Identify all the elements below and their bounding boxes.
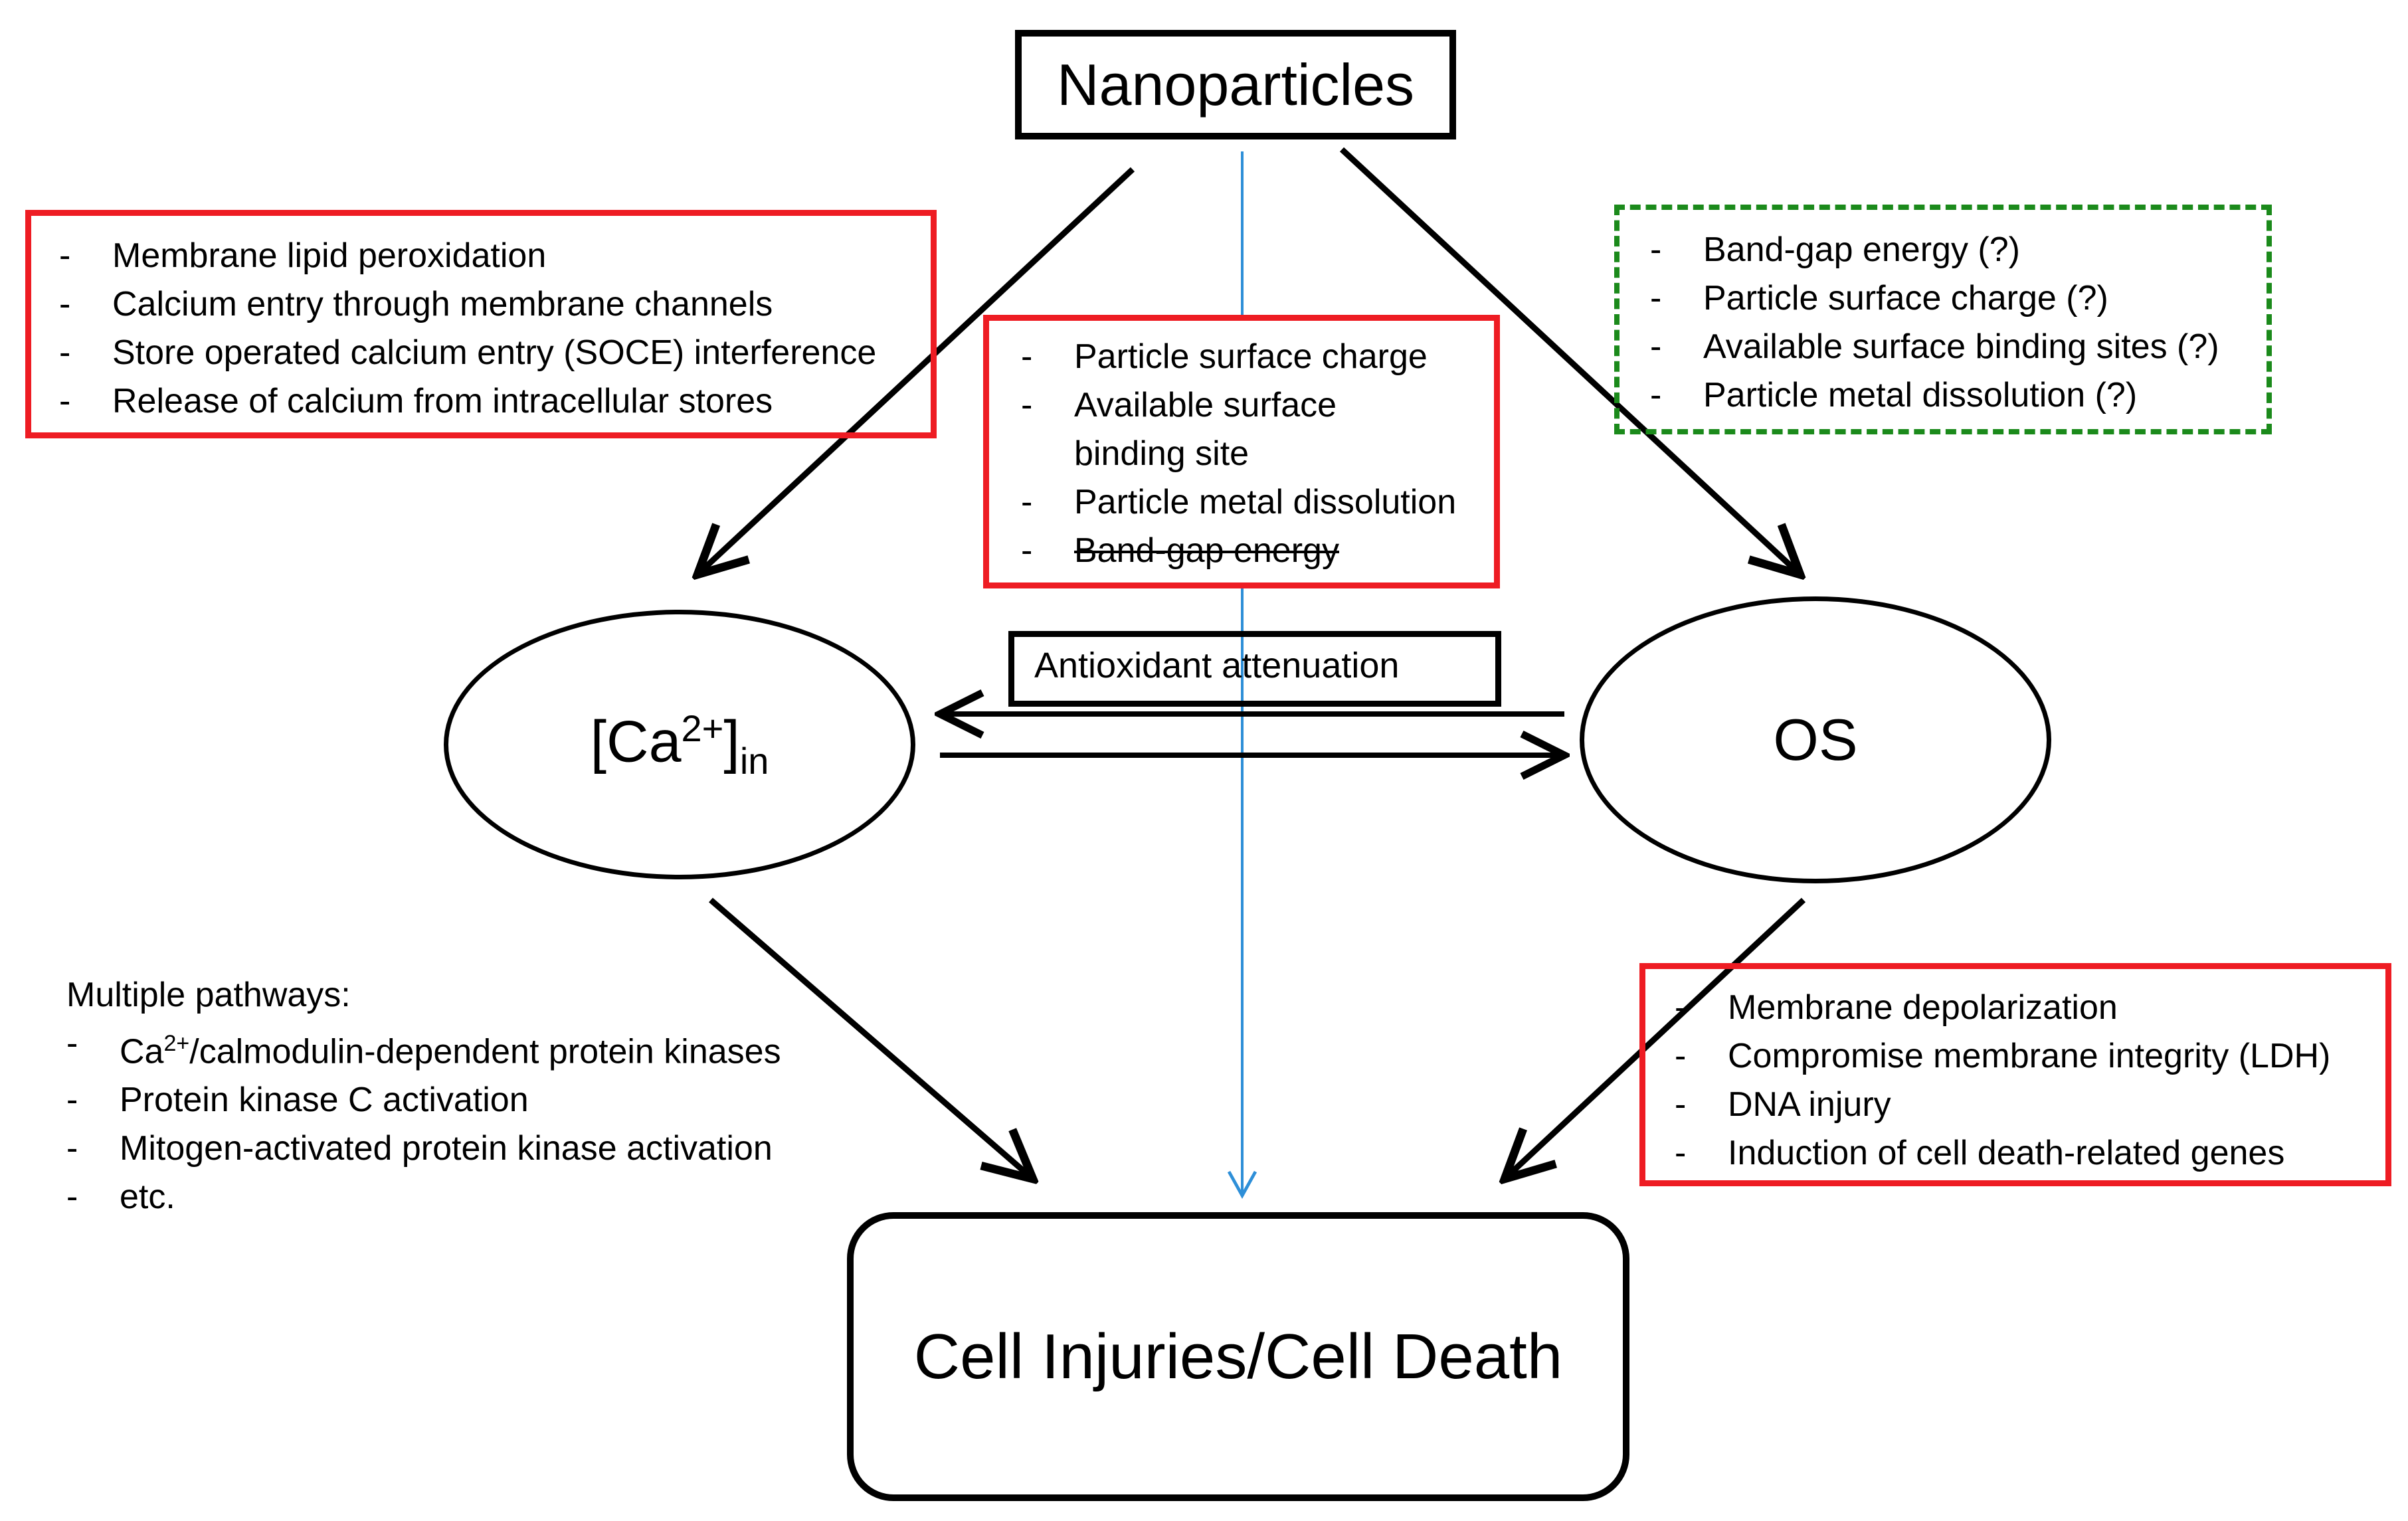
cell-death-label: Cell Injuries/Cell Death [913,1320,1563,1392]
list-item: Membrane lipid peroxidation [39,232,931,280]
list-item: Induction of cell death-related genes [1655,1129,2385,1178]
list-item: Particle metal dissolution [1001,478,1494,527]
arrow-nanoparticles-to-os [1339,147,1800,575]
list-item: Membrane depolarization [1655,984,2385,1032]
list-item: Particle metal dissolution (?) [1630,371,2267,420]
particle-properties-list: Particle surface charge Available surfac… [1001,333,1494,575]
list-item: Band-gap energy (?) [1630,226,2267,274]
list-item: Available surface binding sites (?) [1630,323,2267,371]
pathways-heading: Multiple pathways: [66,976,351,1014]
list-item: Ca2+/calmodulin-dependent protein kinase… [46,1020,897,1076]
os-label: OS [1773,707,1858,772]
nanoparticles-box: Nanoparticles [1015,30,1456,139]
antioxidant-label: Antioxidant attenuation [1034,646,1400,685]
struck-item-text: Band-gap energy [1074,531,1339,570]
pathways-block: Multiple pathways: Ca2+/calmodulin-depen… [66,971,897,1221]
list-item: Release of calcium from intracellular st… [39,377,931,426]
cell-damage-box: Membrane depolarization Compromise membr… [1639,963,2391,1186]
list-item: etc. [46,1173,897,1221]
list-item: Store operated calcium entry (SOCE) inte… [39,329,931,377]
struck-list-item: Band-gap energy [1001,527,1494,575]
cell-damage-list: Membrane depolarization Compromise membr… [1655,984,2385,1178]
list-item: Particle surface charge (?) [1630,274,2267,323]
nanoparticles-label: Nanoparticles [1056,51,1415,118]
calcium-label: [Ca2+]in [590,707,769,782]
antioxidant-box: Antioxidant attenuation [1008,631,1501,707]
list-item: Particle surface charge [1001,333,1494,381]
uncertain-properties-box: Band-gap energy (?) Particle surface cha… [1614,205,2272,434]
calcium-mechanisms-list: Membrane lipid peroxidation Calcium entr… [39,232,931,426]
uncertain-properties-list: Band-gap energy (?) Particle surface cha… [1630,226,2267,420]
list-item: Mitogen-activated protein kinase activat… [46,1124,897,1173]
arrow-os-to-cell-death [1505,897,1806,1179]
list-item: Compromise membrane integrity (LDH) [1655,1032,2385,1081]
particle-properties-box: Particle surface charge Available surfac… [983,315,1500,588]
list-item: Calcium entry through membrane channels [39,280,931,329]
pathways-list: Ca2+/calmodulin-dependent protein kinase… [46,1020,897,1221]
calcium-mechanisms-box: Membrane lipid peroxidation Calcium entr… [25,210,937,438]
list-item: DNA injury [1655,1081,2385,1129]
list-item: Available surface binding site [1001,381,1446,478]
os-node: OS [1580,596,2051,883]
calcium-node: [Ca2+]in [444,610,915,879]
cell-death-box: Cell Injuries/Cell Death [847,1212,1629,1501]
list-item: Protein kinase C activation [46,1076,897,1124]
